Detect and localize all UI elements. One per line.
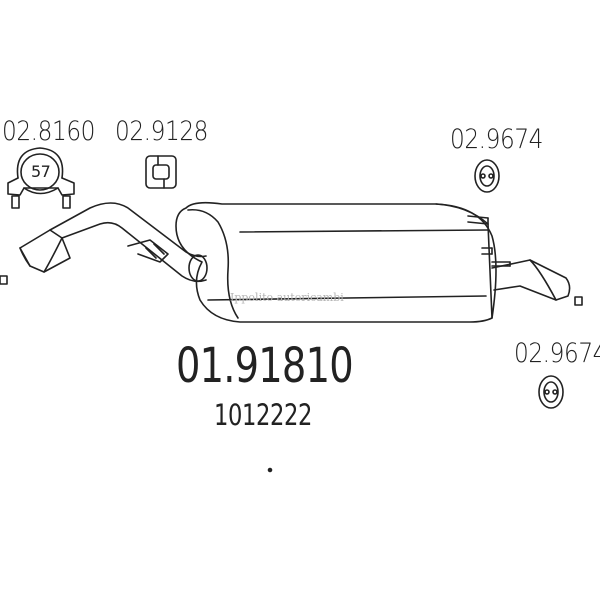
tailpipe-drawing [491, 259, 571, 301]
clamp-part-number: 02.8160 [2, 116, 96, 147]
hanger-drawing [145, 155, 177, 189]
rubber-mount-top-drawing [474, 159, 500, 193]
mount-bottom-part-number: 02.9674 [514, 338, 600, 369]
rubber-mount-bottom-drawing [538, 375, 564, 409]
reference-marker-left [0, 275, 8, 285]
main-part-number: 01.91810 [176, 338, 354, 394]
clamp-size-label: 57 [31, 162, 51, 181]
hanger-part-number: 02.9128 [115, 116, 209, 147]
oem-number: 1012222 [214, 398, 313, 432]
watermark-text: Ippolito autoricambi [230, 291, 344, 304]
mount-top-part-number: 02.9674 [450, 124, 544, 155]
dot-marker [267, 467, 273, 473]
reference-marker-right [574, 296, 583, 306]
clamp-drawing [7, 147, 75, 209]
silencer-drawing [175, 201, 497, 323]
inlet-pipe-drawing [19, 202, 208, 283]
